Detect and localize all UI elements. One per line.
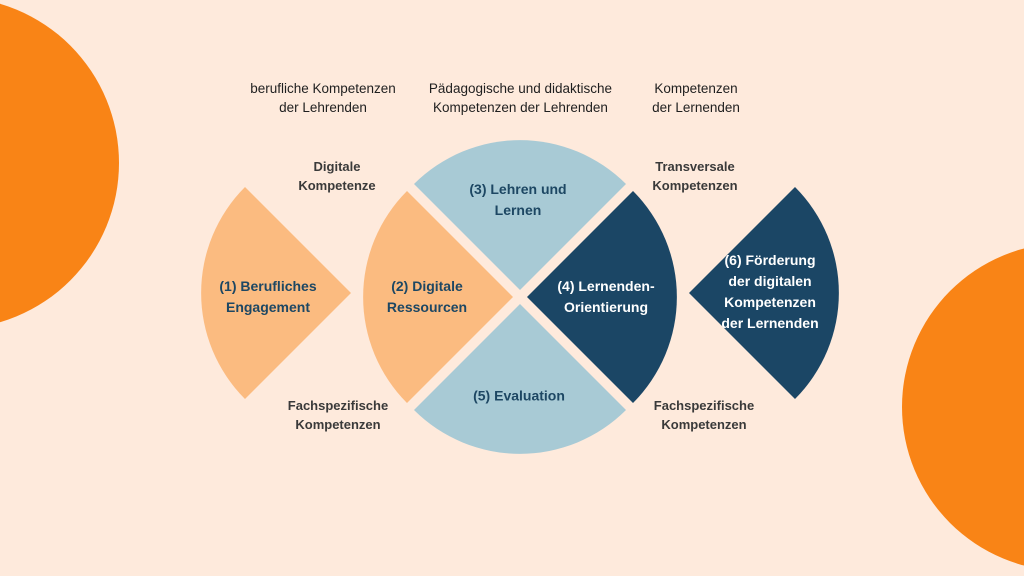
sector-4-lernenden-orientierung — [527, 191, 677, 403]
sector-label-line: Ressourcen — [386, 299, 468, 315]
decorative-circle-left — [0, 3, 119, 323]
decorative-circle-right — [902, 248, 1024, 566]
header-line: Kompetenzen — [654, 81, 738, 96]
sector-label-line: (6) Förderung — [724, 252, 816, 268]
label-line: Fachspezifische — [287, 398, 389, 413]
sector-1-label: (1) Berufliches Engagement — [219, 276, 316, 318]
header-kompetenzen-der-lernenden: Kompetenzen der Lernenden — [636, 79, 756, 117]
sector-label-line: Engagement — [225, 299, 310, 315]
header-line: der Lehrenden — [279, 100, 367, 115]
label-line: Fachspezifische — [653, 398, 755, 413]
sector-label-line: (3) Lehren und — [469, 181, 567, 197]
label-line: Kompetenzen — [295, 417, 381, 432]
label-line: Kompetenzen — [652, 178, 738, 193]
sector-3-label: (3) Lehren und Lernen — [469, 179, 566, 221]
label-line: Transversale — [655, 159, 735, 174]
sector-6-foerderung-digitaler-kompetenzen — [689, 187, 839, 399]
sector-label-line: Kompetenzen — [724, 294, 816, 310]
label-fachspezifische-kompetenzen-left: Fachspezifische Kompetenzen — [277, 396, 399, 434]
sector-6-label: (6) Förderung der digitalen Kompetenzen … — [721, 250, 818, 334]
header-paedagogische-kompetenzen: Pädagogische und didaktische Kompetenzen… — [413, 79, 628, 117]
label-line: Kompetenze — [298, 178, 376, 193]
header-line: der Lernenden — [652, 100, 740, 115]
header-line: Pädagogische und didaktische — [428, 81, 613, 96]
sector-2-digitale-ressourcen — [363, 191, 513, 403]
sector-label-line: (1) Berufliches — [219, 278, 317, 294]
sector-label-line: der Lernenden — [721, 315, 819, 331]
label-line: Digitale — [313, 159, 361, 174]
header-line: berufliche Kompetenzen — [250, 81, 396, 96]
label-line: Kompetenzen — [661, 417, 747, 432]
label-transversale-kompetenzen: Transversale Kompetenzen — [640, 157, 750, 195]
sector-2-label: (2) Digitale Ressourcen — [387, 276, 467, 318]
header-berufliche-kompetenzen: berufliche Kompetenzen der Lehrenden — [238, 79, 408, 117]
label-fachspezifische-kompetenzen-right: Fachspezifische Kompetenzen — [643, 396, 765, 434]
sector-label-line: Orientierung — [563, 299, 649, 315]
header-line: Kompetenzen der Lehrenden — [433, 100, 608, 115]
sector-label-line: (4) Lernenden- — [557, 278, 655, 294]
label-digitale-kompetenzen: Digitale Kompetenze — [287, 157, 387, 195]
sector-label-line: Lernen — [494, 202, 542, 218]
sector-5-evaluation — [414, 304, 626, 454]
sector-3-lehren-und-lernen — [414, 140, 626, 290]
sector-label-line: (5) Evaluation — [473, 387, 565, 404]
sector-1-berufliches-engagement — [201, 187, 351, 399]
sector-5-label: (5) Evaluation — [473, 386, 565, 407]
sector-label-line: (2) Digitale — [391, 278, 463, 294]
sector-4-label: (4) Lernenden- Orientierung — [557, 276, 654, 318]
sector-label-line: der digitalen — [728, 273, 812, 289]
